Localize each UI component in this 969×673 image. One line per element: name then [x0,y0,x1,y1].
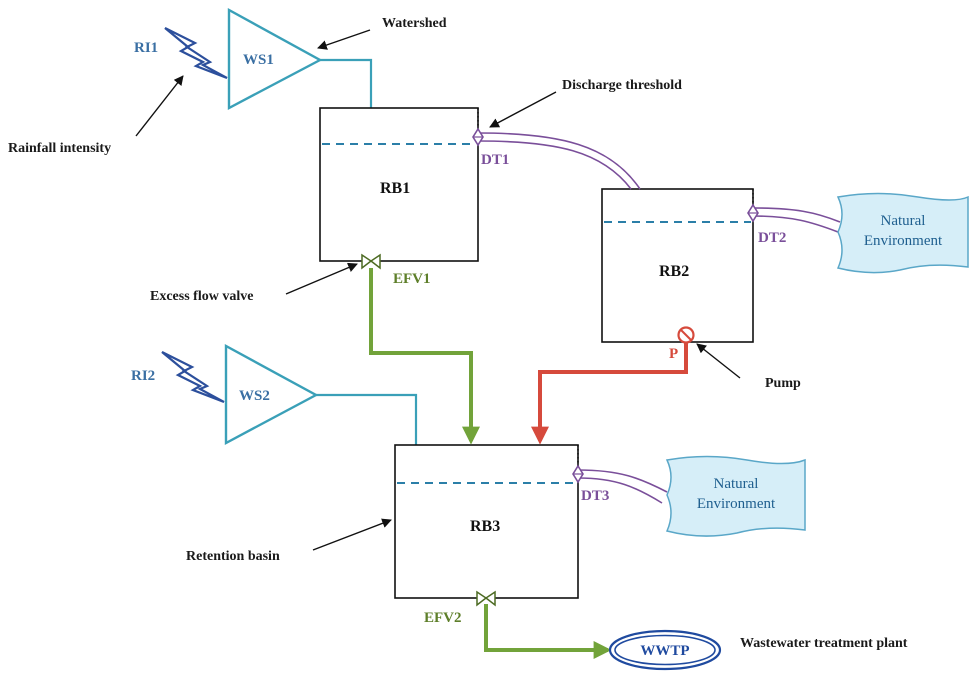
dt2-pipe-inner [752,215,839,233]
wwtp-label: WWTP [640,643,689,659]
rb1-label: RB1 [380,180,410,197]
ri1-label: RI1 [134,40,158,56]
excess-flow-valve-pointer [285,262,358,295]
rainfall-intensity-pointer [135,75,184,137]
pump-icon [677,326,695,344]
ws1-label: WS1 [243,52,274,68]
natural-environment-1-line2: Environment [864,233,943,249]
excess-flow-valve-annotation: Excess flow valve [150,289,253,304]
natural-environment-cloud-1 [836,192,969,274]
dt1-pipe [477,132,641,190]
wwtp-outer-ring [608,629,722,671]
efv2-label: EFV2 [424,610,462,626]
pump-annotation: Pump [765,376,801,391]
basin-rb3 [394,444,579,599]
ri2-label: RI2 [131,368,155,384]
rb3-label: RB3 [470,518,500,535]
pump-pointer [696,343,741,379]
efv1-label: EFV1 [393,271,431,287]
dt2-label: DT2 [758,230,786,246]
dt3-marker-icon [572,464,584,484]
discharge-threshold-pointer [489,91,557,128]
discharge-threshold-annotation: Discharge threshold [562,78,682,93]
lightning-icon-ri2 [161,351,225,404]
dt3-label: DT3 [581,488,609,504]
lightning-icon-ri1 [164,27,228,80]
efv1-flow-arrow [369,268,480,445]
dt1-marker-icon [472,127,484,147]
watershed-ws1 [227,7,323,110]
basin-rb1 [319,107,479,262]
valve-icon-efv1 [361,253,381,270]
ws2-label: WS2 [239,388,270,404]
natural-environment-cloud-2 [665,455,806,537]
dt1-pipe-inner [477,140,632,190]
watershed-pointer [317,29,371,50]
watershed-annotation: Watershed [382,16,447,31]
dt2-marker-icon [747,203,759,223]
retention-basin-annotation: Retention basin [186,549,280,564]
ws2-outflow-line [316,393,418,445]
watershed-ws2 [224,343,319,445]
rb2-label: RB2 [659,263,689,280]
pump-label: P [669,346,678,362]
natural-environment-2-line1: Natural [714,476,759,492]
pump-flow-arrow [531,342,688,445]
dt3-pipe-inner [577,477,663,504]
wwtp-annotation: Wastewater treatment plant [740,636,908,651]
natural-environment-1-line1: Natural [881,213,926,229]
retention-basin-pointer [312,518,392,551]
rainfall-intensity-annotation: Rainfall intensity [8,141,111,156]
efv2-flow-arrow [484,604,612,659]
basin-rb2 [601,188,754,343]
natural-environment-2-line2: Environment [697,496,776,512]
dt2-pipe [752,207,841,223]
wwtp-inner-ring [614,634,716,666]
dt3-pipe [577,469,668,493]
dt1-label: DT1 [481,152,509,168]
valve-icon-efv2 [476,590,496,607]
ws1-outflow-line [320,58,373,108]
